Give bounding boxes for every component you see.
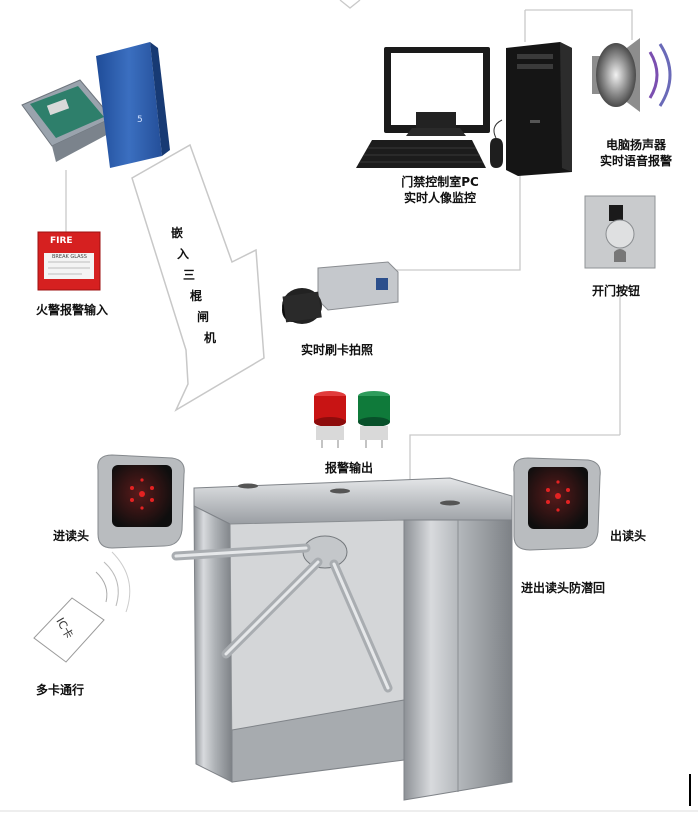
exit-button-icon bbox=[584, 195, 656, 269]
embed-char-5: 闸 bbox=[196, 310, 209, 324]
fire-box-subtext: BREAK GLASS bbox=[52, 254, 87, 260]
speaker-label-line1: 电脑扬声器 bbox=[605, 138, 666, 152]
embed-char-2: 入 bbox=[176, 247, 189, 261]
fire-alarm-icon bbox=[37, 231, 101, 291]
embed-char-6: 机 bbox=[203, 331, 216, 345]
pc-label-line1: 门禁控制室PC bbox=[401, 175, 479, 189]
fire-input-label: 火警报警输入 bbox=[36, 303, 109, 317]
pc-label: 门禁控制室PC 实时人像监控 bbox=[392, 174, 488, 206]
tripod-turnstile-icon bbox=[171, 477, 513, 801]
exit-reader-icon bbox=[513, 457, 601, 551]
connection-lines bbox=[65, 0, 633, 480]
fire-box-text: FIRE bbox=[50, 236, 73, 246]
multi-card-label: 多卡通行 bbox=[36, 683, 85, 697]
monitor-icon bbox=[384, 47, 490, 136]
green-beacon-icon bbox=[358, 391, 390, 448]
camera-icon bbox=[282, 261, 399, 324]
speaker-label-line2: 实时语音报警 bbox=[599, 154, 672, 168]
embed-char-3: 三 bbox=[182, 268, 195, 282]
embed-arrow-shape bbox=[131, 143, 265, 412]
controller-icon: 5 bbox=[21, 42, 170, 168]
open-button-label: 开门按钮 bbox=[592, 284, 641, 298]
mouse-icon bbox=[490, 119, 503, 168]
speaker-label: 电脑扬声器 实时语音报警 bbox=[591, 137, 681, 169]
pc-label-line2: 实时人像监控 bbox=[403, 191, 476, 205]
red-beacon-icon bbox=[314, 391, 346, 448]
embed-char-4: 棍 bbox=[189, 289, 202, 303]
entry-reader-icon bbox=[97, 454, 185, 549]
svg-text:5: 5 bbox=[137, 115, 143, 125]
embed-char-1: 嵌 bbox=[170, 226, 183, 240]
card-icon bbox=[33, 551, 131, 663]
entry-reader-label: 进读头 bbox=[53, 529, 90, 543]
camera-label: 实时刷卡拍照 bbox=[301, 343, 374, 357]
pc-tower-icon bbox=[506, 42, 572, 176]
anti-passback-label: 进出读头防潜回 bbox=[521, 581, 606, 595]
speaker-icon bbox=[592, 38, 672, 112]
keyboard-icon bbox=[356, 140, 486, 168]
exit-reader-label: 出读头 bbox=[610, 529, 647, 543]
alarm-output-label: 报警输出 bbox=[325, 461, 374, 475]
